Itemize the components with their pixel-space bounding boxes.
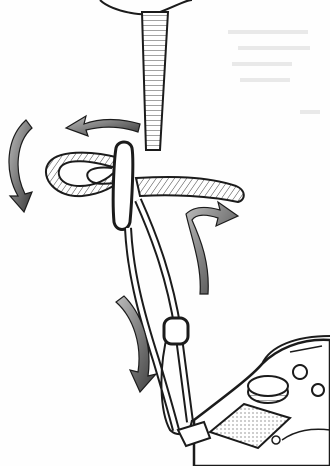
curved-arrow-up-left-icon	[66, 116, 140, 136]
main-strap	[142, 12, 168, 150]
strap-loop-left	[46, 153, 122, 197]
background-smudges	[228, 30, 320, 114]
camera-body	[178, 336, 330, 466]
strap-tail-right	[136, 177, 244, 202]
cord-keeper	[164, 318, 188, 344]
strap-buckle	[113, 142, 133, 230]
curved-arrow-left-icon	[9, 120, 32, 212]
curved-arrow-right-icon	[186, 202, 238, 294]
